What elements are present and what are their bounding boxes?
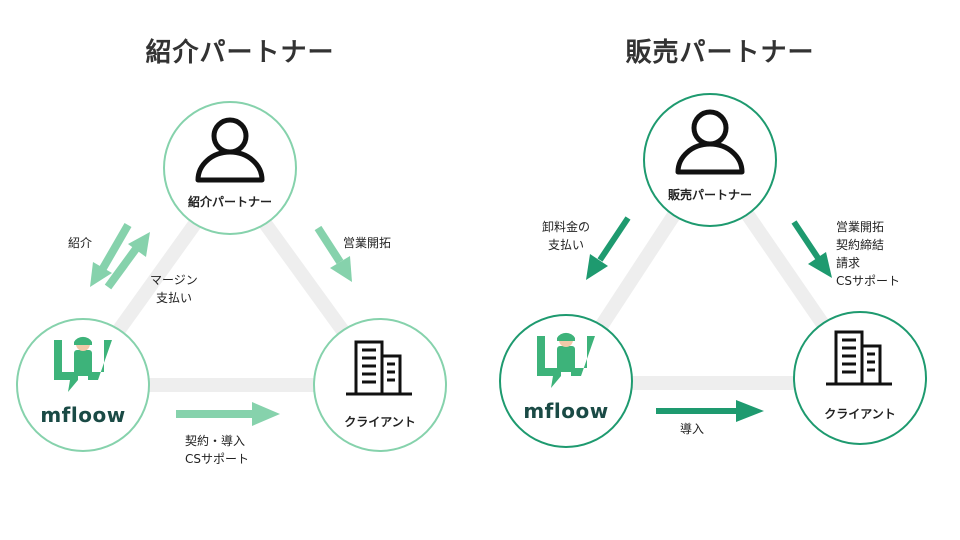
left-margin-label: マージン 支払い bbox=[150, 271, 198, 307]
left-mfloow-node bbox=[16, 318, 150, 452]
right-sales-label: 営業開拓 契約締結 請求 CSサポート bbox=[836, 218, 900, 290]
left-arrow-bottom bbox=[176, 402, 280, 426]
right-bottom-label: 導入 bbox=[680, 422, 705, 436]
right-arrow-bottom bbox=[656, 400, 764, 422]
right-mfloow-node bbox=[499, 314, 633, 448]
mfloow-logo-icon bbox=[537, 332, 595, 388]
right-sales-line-2: 契約締結 bbox=[836, 238, 885, 252]
right-diagram-title: 販売パートナー bbox=[625, 38, 815, 68]
left-diagram-title: 紹介パートナー bbox=[145, 38, 335, 68]
left-arrow-intro bbox=[90, 222, 132, 287]
right-partner-label: 販売パートナー bbox=[667, 188, 752, 202]
right-payment-line-2: 支払い bbox=[548, 238, 585, 252]
right-payment-line-1: 卸料金の bbox=[542, 220, 591, 234]
left-margin-line-1: マージン bbox=[150, 273, 198, 287]
left-bottom-line-2: CSサポート bbox=[185, 452, 249, 466]
left-mfloow-brand: mfloow bbox=[40, 403, 126, 427]
left-bottom-label: 契約・導入 CSサポート bbox=[185, 432, 249, 468]
right-client-label: クライアント bbox=[824, 407, 896, 421]
right-mfloow-brand: mfloow bbox=[523, 399, 609, 423]
right-sales-line-3: 請求 bbox=[836, 256, 861, 270]
left-bottom-line-1: 契約・導入 bbox=[185, 434, 246, 448]
right-payment-label: 卸料金の 支払い bbox=[542, 218, 590, 254]
left-partner-label: 紹介パートナー bbox=[187, 195, 272, 209]
right-partner-node bbox=[643, 93, 777, 227]
right-sales-line-1: 営業開拓 bbox=[836, 220, 885, 234]
left-sales-label: 営業開拓 bbox=[343, 236, 392, 250]
left-arrow-sales bbox=[314, 225, 352, 282]
right-arrow-payment bbox=[586, 216, 631, 280]
building-icon bbox=[346, 340, 412, 396]
building-icon bbox=[826, 330, 892, 386]
right-client-node bbox=[793, 311, 927, 445]
mfloow-logo-icon bbox=[54, 336, 112, 392]
right-arrow-sales bbox=[791, 220, 832, 278]
person-icon bbox=[675, 109, 745, 175]
left-partner-node bbox=[163, 101, 297, 235]
left-client-node bbox=[313, 318, 447, 452]
left-margin-line-2: 支払い bbox=[156, 291, 193, 305]
right-sales-line-4: CSサポート bbox=[836, 274, 900, 288]
left-client-label: クライアント bbox=[344, 415, 416, 429]
left-arrow-margin bbox=[104, 232, 150, 290]
person-icon bbox=[195, 117, 265, 183]
left-intro-label: 紹介 bbox=[68, 236, 93, 250]
